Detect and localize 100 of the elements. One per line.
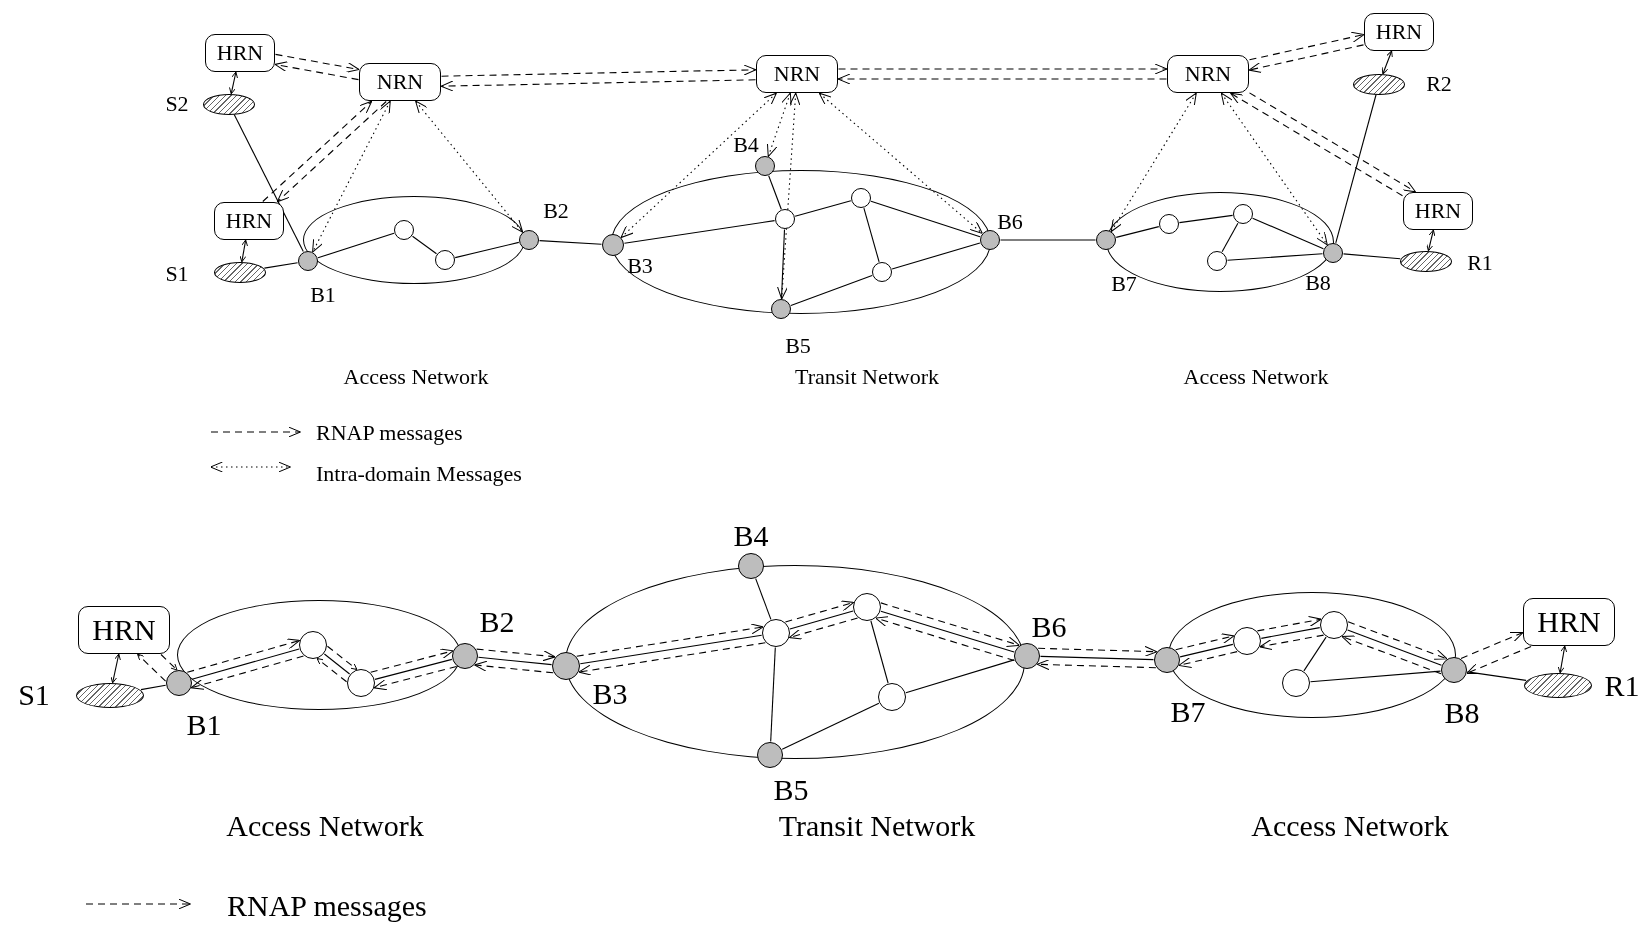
dashed-arrow: [1259, 634, 1325, 651]
router-circle: [1282, 669, 1310, 697]
node-label: B8: [1444, 698, 1480, 728]
dashed-arrow: [190, 655, 305, 690]
network-label: Access Network: [1251, 811, 1449, 841]
line: [263, 262, 299, 269]
network-label: Access Network: [226, 811, 424, 841]
dashed-arrow: [373, 665, 458, 691]
line: [1309, 670, 1442, 683]
line: [411, 235, 438, 255]
dashed-arrow: [1037, 645, 1158, 657]
line: [770, 646, 776, 743]
hatched-ellipse: [1353, 73, 1405, 95]
line: [1342, 253, 1401, 260]
router-circle: [878, 683, 906, 711]
router-circle: [1233, 204, 1253, 224]
double-arrow: [1557, 645, 1568, 674]
network-label: Transit Network: [795, 366, 939, 388]
dotted-double-arrow: [1220, 92, 1328, 246]
dashed-arrow: [880, 602, 1020, 648]
node-label: B4: [733, 134, 759, 156]
dashed-arrow: [440, 64, 757, 77]
dotted-double-arrow: [312, 100, 391, 253]
border-router-circle: [1323, 243, 1343, 263]
router-circle: [1159, 214, 1179, 234]
hatched-ellipse: [76, 682, 144, 708]
router-box: HRN: [205, 34, 275, 72]
dotted-double-arrow: [766, 92, 792, 158]
node-label: B6: [997, 211, 1023, 233]
node-label: B3: [627, 255, 653, 277]
line: [880, 610, 1015, 653]
line: [905, 659, 1015, 694]
line: [790, 275, 873, 306]
border-router-circle: [1014, 643, 1040, 669]
router-circle: [762, 619, 790, 647]
dotted-double-arrow: [415, 100, 524, 233]
dashed-arrow: [1178, 651, 1238, 668]
router-box: HRN: [1523, 598, 1615, 646]
node-label: B5: [785, 335, 811, 357]
border-router-circle: [738, 553, 764, 579]
line: [1347, 629, 1442, 666]
node-label: B1: [186, 710, 222, 740]
dashed-arrow: [1230, 92, 1404, 197]
border-router-circle: [452, 643, 478, 669]
hatched-ellipse: [203, 93, 255, 115]
line: [317, 232, 395, 259]
border-router-circle: [166, 670, 192, 696]
line: [191, 648, 300, 680]
line: [768, 175, 782, 210]
border-router-circle: [757, 742, 783, 768]
router-circle: [853, 593, 881, 621]
node-label: R2: [1426, 73, 1452, 95]
line: [1466, 671, 1527, 681]
dashed-arrow: [274, 53, 360, 73]
border-router-circle: [1096, 230, 1116, 250]
router-circle: [851, 188, 871, 208]
double-arrow: [229, 71, 239, 95]
legend-label: RNAP messages: [316, 422, 463, 444]
dashed-arrow: [1036, 659, 1157, 671]
node-label: B7: [1170, 697, 1206, 727]
node-label: B7: [1111, 273, 1137, 295]
dotted-double-arrow: [620, 92, 777, 239]
dashed-arrow: [370, 648, 454, 673]
dashed-arrow: [274, 61, 360, 81]
dotted-double-arrow: [1110, 92, 1197, 233]
double-arrow: [1381, 50, 1393, 75]
line: [454, 241, 520, 259]
router-circle: [775, 209, 795, 229]
border-router-circle: [755, 156, 775, 176]
line: [781, 702, 880, 750]
line: [1252, 217, 1324, 250]
line: [755, 578, 772, 620]
double-arrow: [110, 653, 121, 684]
router-circle: [1233, 627, 1261, 655]
dashed-arrow: [1347, 621, 1448, 660]
line: [1221, 222, 1239, 253]
node-label: R1: [1467, 252, 1493, 274]
line: [1178, 214, 1234, 224]
line: [1303, 636, 1327, 672]
dashed-arrow: [1460, 632, 1524, 659]
dashed-arrow: [1341, 635, 1442, 675]
line: [1039, 655, 1155, 661]
dashed-arrow: [476, 648, 556, 662]
border-router-circle: [980, 230, 1000, 250]
network-label: Transit Network: [778, 811, 976, 841]
node-label: B3: [592, 679, 628, 709]
border-router-circle: [298, 251, 318, 271]
line: [870, 620, 889, 684]
router-circle: [1207, 251, 1227, 271]
node-label: B8: [1305, 272, 1331, 294]
node-label: B2: [479, 607, 515, 637]
router-box: HRN: [214, 202, 284, 240]
line: [780, 228, 786, 300]
dashed-arrow: [837, 73, 1168, 85]
dashed-arrow: [186, 638, 301, 673]
dashed-arrow: [276, 100, 387, 203]
router-circle: [435, 250, 455, 270]
dashed-arrow: [578, 642, 766, 676]
dotted-double-arrow: [777, 92, 801, 300]
border-router-circle: [1154, 647, 1180, 673]
